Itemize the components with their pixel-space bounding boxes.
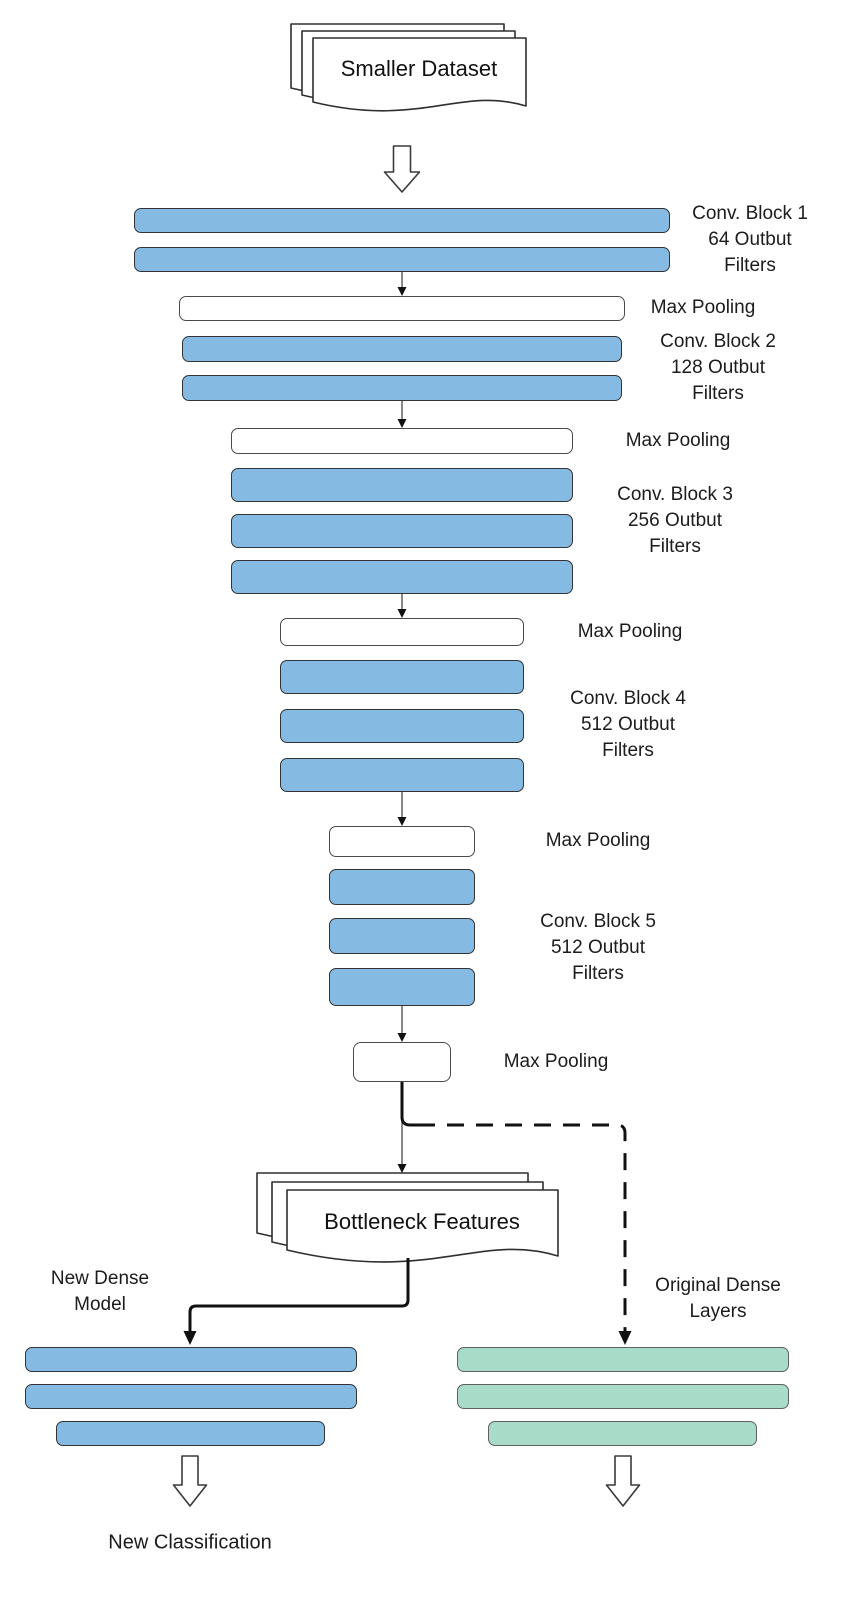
arrowhead: [397, 609, 407, 618]
arrowhead: [397, 287, 407, 296]
max-pool-3: [280, 618, 524, 646]
new-dense-line-2: Model: [74, 1294, 126, 1315]
conv-block-1-title: Conv. Block 1: [692, 203, 808, 224]
conv1-layer-2: [134, 247, 670, 272]
solid-connector-new-dense: [188, 1258, 410, 1332]
new-classification-label: New Classification: [108, 1531, 272, 1554]
dashed-connector-arrowhead: [618, 1331, 632, 1345]
max-pool-label-text: Max Pooling: [545, 830, 651, 851]
original-dense-layers-label: Original Dense Layers: [655, 1273, 781, 1325]
bottleneck-features-label: Bottleneck Features: [324, 1209, 520, 1234]
max-pool-1: [179, 296, 625, 321]
conv5-layer-1: [329, 869, 475, 905]
arrowhead: [397, 817, 407, 826]
max-pool-label-text: Max Pooling: [577, 621, 683, 642]
conv-block-1-filters-word: Filters: [724, 255, 776, 276]
max-pool-4-label: Max Pooling: [546, 828, 651, 854]
conv-block-3-title: Conv. Block 3: [617, 484, 733, 505]
conv2-layer-1: [182, 336, 622, 362]
max-pool-5-label: Max Pooling: [504, 1049, 609, 1075]
max-pool-4: [329, 826, 475, 857]
conv-block-4-title: Conv. Block 4: [570, 688, 686, 709]
hollow-down-arrow-top: [383, 145, 421, 193]
arrowhead: [397, 1164, 407, 1173]
solid-elbow-from-pool5: [400, 1082, 418, 1127]
new-dense-layer-2: [25, 1384, 357, 1409]
conv-block-1-label: Conv. Block 1 64 Outbut Filters: [692, 201, 808, 279]
new-dense-model-label: New Dense Model: [51, 1266, 149, 1318]
conv-block-1-filters: 64 Outbut: [708, 229, 792, 250]
original-dense-layer-2: [457, 1384, 789, 1409]
conv-block-4-filters-word: Filters: [602, 740, 654, 761]
max-pool-5: [353, 1042, 451, 1082]
original-dense-line-2: Layers: [689, 1301, 747, 1322]
max-pool-2-label: Max Pooling: [626, 428, 731, 454]
document-page-front: [286, 1189, 559, 1263]
conv-block-3-label: Conv. Block 3 256 Outbut Filters: [617, 482, 733, 560]
bottleneck-document: [256, 1172, 559, 1263]
max-pool-label-text: Max Pooling: [625, 430, 731, 451]
input-dataset-document: [290, 23, 527, 112]
conv-block-5-title: Conv. Block 5: [540, 911, 656, 932]
max-pool-label-text: Max Pooling: [650, 297, 756, 318]
conv3-layer-2: [231, 514, 573, 548]
conv4-layer-3: [280, 758, 524, 792]
original-dense-layer-1: [457, 1347, 789, 1372]
conv-block-5-filters: 512 Outbut: [550, 937, 646, 958]
max-pool-label-text: Max Pooling: [503, 1051, 609, 1072]
conv-block-2-filters: 128 Outbut: [670, 357, 766, 378]
conv2-layer-2: [182, 375, 622, 401]
new-dense-layer-3: [56, 1421, 325, 1446]
new-dense-line-1: New Dense: [50, 1268, 150, 1289]
arrowhead: [397, 1033, 407, 1042]
original-dense-line-1: Original Dense: [655, 1275, 781, 1296]
hollow-down-arrow-new-dense: [172, 1455, 208, 1507]
max-pool-2: [231, 428, 573, 454]
conv-block-3-filters-word: Filters: [649, 536, 701, 557]
conv3-layer-3: [231, 560, 573, 594]
max-pool-1-label: Max Pooling: [651, 295, 756, 321]
hollow-down-arrow-original-dense: [605, 1455, 641, 1507]
document-page-front: [312, 37, 527, 112]
input-dataset-label: Smaller Dataset: [340, 56, 498, 81]
solid-connector-arrowhead: [183, 1331, 197, 1345]
conv-block-3-filters: 256 Outbut: [627, 510, 723, 531]
conv-block-5-label: Conv. Block 5 512 Outbut Filters: [540, 909, 656, 987]
dashed-connector-original-dense: [418, 1123, 627, 1332]
original-dense-layer-3: [488, 1421, 757, 1446]
conv-block-5-filters-word: Filters: [572, 963, 624, 984]
conv-block-2-title: Conv. Block 2: [660, 331, 776, 352]
conv-block-4-filters: 512 Outbut: [580, 714, 676, 735]
conv4-layer-1: [280, 660, 524, 694]
thin-arrowheads: [397, 287, 407, 1173]
conv5-layer-2: [329, 918, 475, 954]
conv4-layer-2: [280, 709, 524, 743]
conv-block-2-label: Conv. Block 2 128 Outbut Filters: [660, 329, 776, 407]
max-pool-3-label: Max Pooling: [578, 619, 683, 645]
conv3-layer-1: [231, 468, 573, 502]
new-dense-layer-1: [25, 1347, 357, 1372]
conv5-layer-3: [329, 968, 475, 1006]
arrowhead: [397, 419, 407, 428]
conv-block-4-label: Conv. Block 4 512 Outbut Filters: [570, 686, 686, 764]
conv1-layer-1: [134, 208, 670, 233]
conv-block-2-filters-word: Filters: [692, 383, 744, 404]
